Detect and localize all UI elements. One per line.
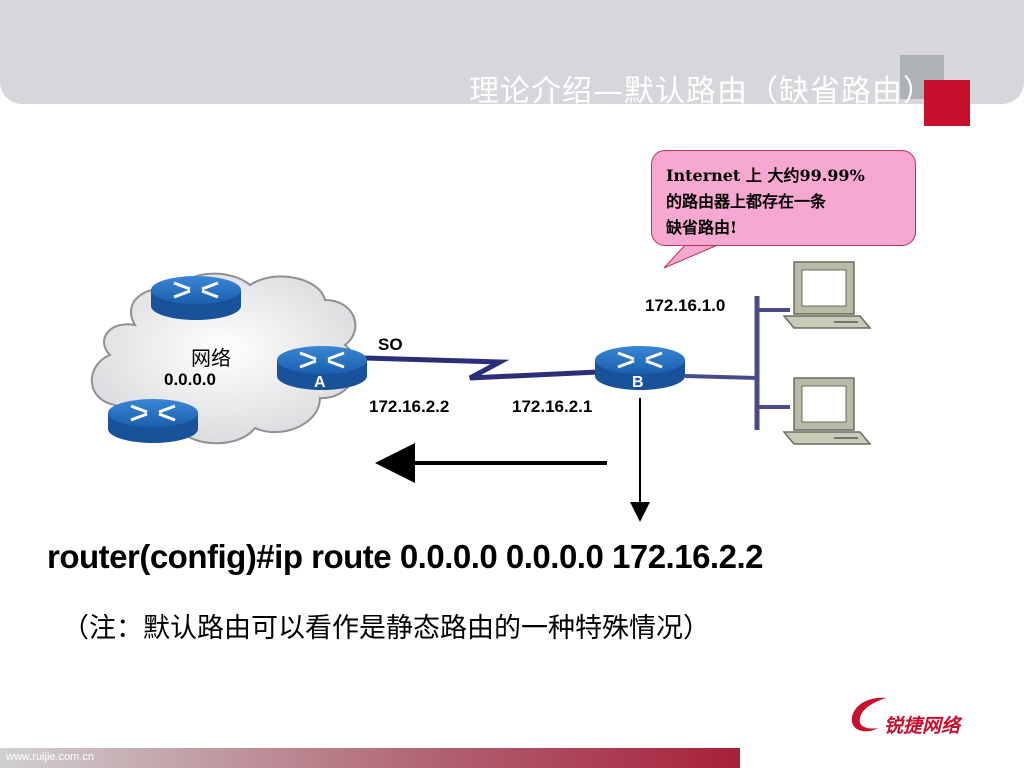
callout-tail	[663, 243, 721, 269]
cloud-label: 网络	[191, 346, 231, 370]
route-command: router(config)#ip route 0.0.0.0 0.0.0.0 …	[47, 538, 763, 575]
pc-top-icon	[782, 261, 872, 329]
serial-link	[364, 355, 599, 381]
cloud-address-label: 0.0.0.0	[164, 370, 216, 389]
router-a-label: A	[314, 374, 326, 391]
ruijie-logo-icon	[851, 697, 886, 732]
lan-link	[684, 374, 758, 380]
callout-line-2: 的路由器上都存在一条	[666, 192, 827, 211]
ruijie-logo-text: 锐捷网络	[884, 716, 961, 737]
footer-bar	[0, 748, 740, 768]
router-b-label: B	[632, 374, 644, 391]
title-bar	[0, 0, 1024, 104]
corner-decoration-red	[924, 80, 970, 126]
callout-note: Internet 上 大约99.99% 的路由器上都存在一条 缺省路由!	[651, 150, 916, 246]
cloud-router-top	[149, 274, 243, 322]
callout-line-1: Internet 上 大约99.99%	[666, 166, 865, 185]
interface-label: SO	[378, 335, 403, 354]
ip-a-label: 172.16.2.2	[369, 397, 450, 416]
pc-bottom-icon	[782, 377, 872, 445]
callout-line-3: 缺省路由!	[666, 218, 738, 237]
cloud-router-bottom	[106, 397, 200, 445]
lan-address-label: 172.16.1.0	[645, 296, 726, 315]
ip-b-label: 172.16.2.1	[512, 397, 593, 416]
note-text: （注：默认路由可以看作是静态路由的一种特殊情况）	[62, 613, 710, 644]
slide-title: 理论介绍—默认路由（缺省路由）	[469, 74, 934, 109]
footer-url: www.ruijie.com.cn	[6, 751, 95, 763]
